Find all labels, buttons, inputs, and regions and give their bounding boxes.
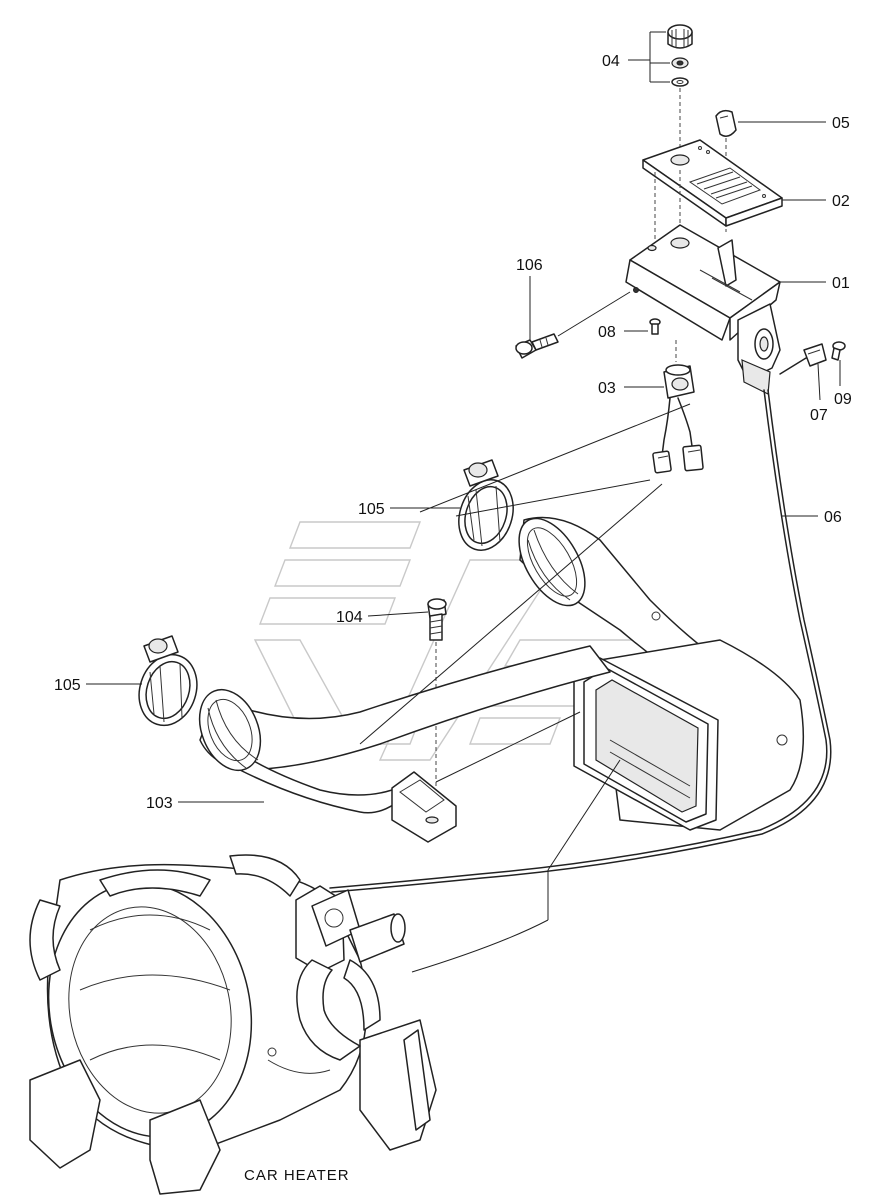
svg-text:05: 05	[832, 115, 850, 132]
callout-09: 09	[834, 360, 852, 408]
hose-clamp-upper	[458, 459, 514, 551]
switch-with-connectors	[652, 364, 704, 474]
hose-clamp-lower	[138, 635, 198, 727]
screw-09	[831, 341, 846, 361]
clip-07	[779, 343, 827, 375]
bolt-106	[515, 291, 631, 359]
callout-05: 05	[738, 115, 850, 132]
bracket	[625, 224, 781, 395]
leader-lines	[359, 403, 691, 973]
svg-text:07: 07	[810, 407, 828, 424]
callout-03: 03	[598, 380, 664, 397]
screw-08	[649, 318, 661, 335]
diagram-caption: CAR HEATER	[244, 1167, 350, 1184]
callout-106: 106	[516, 257, 543, 340]
heater-unit	[29, 854, 437, 1195]
callout-07: 07	[810, 363, 828, 424]
callout-04: 04	[602, 31, 670, 83]
callout-06: 06	[782, 509, 842, 526]
svg-text:105: 105	[54, 677, 81, 694]
svg-text:04: 04	[602, 53, 620, 70]
callout-01: 01	[780, 275, 850, 292]
callout-105-lower: 105	[54, 677, 142, 694]
callout-02: 02	[782, 193, 850, 210]
svg-text:08: 08	[598, 324, 616, 341]
bolt-104	[427, 598, 447, 812]
callout-08: 08	[598, 324, 648, 341]
panel-plate	[642, 139, 783, 245]
svg-text:105: 105	[358, 501, 385, 518]
callout-105-upper: 105	[358, 501, 460, 518]
svg-text:106: 106	[516, 257, 543, 274]
svg-text:06: 06	[824, 509, 842, 526]
control-cable	[329, 389, 832, 893]
callout-104: 104	[336, 609, 429, 626]
callout-103: 103	[146, 795, 264, 812]
knob-assembly	[667, 24, 693, 150]
air-duct	[198, 516, 805, 843]
svg-text:01: 01	[832, 275, 850, 292]
svg-text:103: 103	[146, 795, 173, 812]
svg-text:104: 104	[336, 609, 363, 626]
svg-text:03: 03	[598, 380, 616, 397]
svg-text:09: 09	[834, 391, 852, 408]
svg-text:02: 02	[832, 193, 850, 210]
